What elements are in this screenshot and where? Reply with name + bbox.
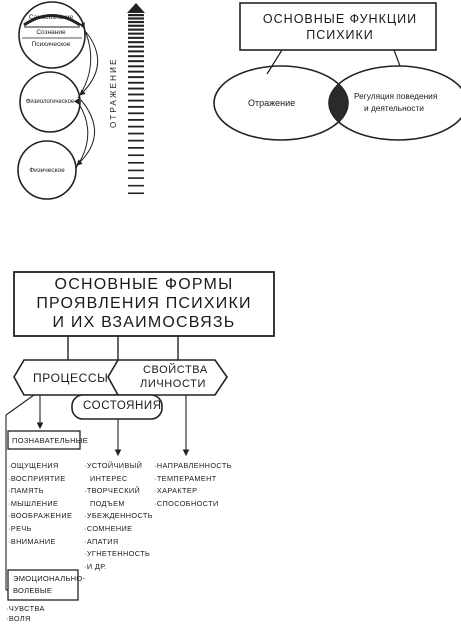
arrow-stripe	[128, 70, 144, 73]
states-label: СОСТОЯНИЯ	[83, 400, 162, 412]
list-item: ·ВНИМАНИЕ	[8, 536, 56, 546]
functions-title-line1: ОСНОВНЫЕ ФУНКЦИИ	[262, 12, 418, 26]
list-item: ·И ДР.	[84, 561, 107, 571]
list-item: ·ТЕМПЕРАМЕНТ	[154, 473, 217, 483]
emotional-label-line2: ВОЛЕВЫЕ	[13, 586, 53, 595]
reflection-arrows	[73, 22, 99, 169]
reflection-scale-arrow	[127, 3, 145, 195]
arrow-stripe	[128, 20, 144, 24]
arrow-stripe	[128, 184, 144, 187]
list-item: ·РЕЧЬ	[8, 523, 32, 533]
list-item: ·СОМНЕНИЕ	[84, 523, 133, 533]
circle-physiological	[19, 71, 81, 133]
arrow-stripe	[128, 65, 144, 68]
arrow-stripe	[128, 132, 144, 135]
function-ellipses	[213, 65, 461, 141]
properties-list: ·НАПРАВЛЕННОСТЬ ·ТЕМПЕРАМЕНТ ·ХАРАКТЕР ·…	[154, 462, 232, 512]
circle-physical	[17, 140, 77, 200]
self-awareness-label: Самосознание	[28, 14, 74, 21]
list-item: ·НАПРАВЛЕННОСТЬ	[154, 461, 232, 470]
arrow-stripe	[128, 50, 144, 53]
arrow-stripe	[128, 76, 144, 79]
arrow-stripe	[128, 36, 144, 39]
functions-title-box	[239, 2, 437, 51]
arrow-stripe	[128, 45, 144, 48]
levels-circles	[17, 1, 86, 200]
arrow-stripe	[128, 147, 144, 149]
reflection-ellipse-label: Отражение	[248, 98, 296, 108]
list-item: ·МЫШЛЕНИЕ	[8, 498, 59, 508]
list-item: ·СПОСОБНОСТИ	[154, 498, 219, 508]
self-awareness-cap	[23, 14, 81, 27]
arrow-stripe	[128, 81, 144, 84]
list-item: ·ОЩУЩЕНИЯ	[8, 461, 59, 470]
arrow-stripe	[128, 169, 144, 172]
arrow-stripe	[128, 28, 144, 31]
list-item: ·ТВОРЧЕСКИЙ	[84, 486, 141, 496]
arrow-stripe	[128, 87, 144, 90]
physical-label: Физическое	[29, 167, 65, 174]
regulation-label-line1: Регуляция поведения	[354, 91, 438, 101]
forms-title-line2: ПРОЯВЛЕНИЯ ПСИХИКИ	[36, 295, 252, 312]
list-item: ·ЧУВСТВА	[6, 604, 45, 613]
arrow-stripe	[128, 93, 144, 96]
arrow-stripe	[128, 119, 144, 121]
properties-label-line1: СВОЙСТВА	[143, 364, 208, 376]
arrow-stripe	[128, 139, 144, 142]
forms-title-line3: И ИХ ВЗАИМОСВЯЗЬ	[52, 314, 236, 331]
list-item: ·ХАРАКТЕР	[154, 486, 198, 496]
arrow-stripe	[128, 177, 144, 179]
arrow-stripe	[128, 99, 144, 102]
list-item: ·ВОЛЯ	[6, 614, 31, 623]
states-shape	[71, 394, 163, 420]
cognitive-label: ПОЗНАВАТЕЛЬНЫЕ	[12, 436, 89, 445]
emotional-label-line1: ЭМОЦИОНАЛЬНО-	[13, 574, 86, 583]
processes-shape	[13, 359, 119, 396]
arrow-stripe	[128, 192, 144, 195]
arrow-stripe	[128, 161, 144, 164]
list-item: ИНТЕРЕС	[90, 473, 128, 483]
circle-psychic	[18, 1, 86, 69]
arrow-stripe	[128, 125, 144, 128]
arrow-stripe	[128, 41, 144, 44]
arrow-stripe	[128, 14, 144, 17]
arrow-stripe	[128, 154, 144, 157]
list-item: ПОДЪЕМ	[90, 498, 125, 508]
list-item: ·УБЕЖДЕННОСТЬ	[84, 511, 153, 521]
regulation-label-line2: и деятельности	[364, 103, 424, 113]
list-item: ·ПАМЯТЬ	[8, 486, 44, 496]
states-list: ·УСТОЙЧИВЫЙ ИНТЕРЕС ·ТВОРЧЕСКИЙ ПОДЪЕМ ·…	[84, 462, 153, 575]
list-item: ·ВООБРАЖЕНИЕ	[8, 511, 73, 521]
arrow-stripe	[128, 55, 144, 58]
list-item: ·УГНЕТЕННОСТЬ	[84, 549, 151, 559]
reflection-vertical-label: ОТРАЖЕНИЕ	[109, 57, 118, 128]
physiological-label: Физиологическое	[25, 99, 75, 105]
consciousness-label: Сознание	[36, 29, 66, 36]
properties-shape	[107, 359, 228, 396]
arrow-stripe	[128, 105, 144, 108]
emotional-list: ·ЧУВСТВА ·ВОЛЯ	[6, 605, 45, 625]
forms-title-box	[13, 271, 275, 337]
psychic-label: Психическое	[31, 41, 71, 48]
emotional-box	[7, 569, 79, 601]
arrow-stripe	[128, 24, 144, 27]
arrow-stripe	[128, 17, 144, 20]
list-item: ·УСТОЙЧИВЫЙ	[84, 461, 143, 470]
properties-label-line2: ЛИЧНОСТИ	[140, 378, 206, 390]
processes-label: ПРОЦЕССЫ	[33, 371, 109, 385]
cognitive-list: ·ОЩУЩЕНИЯ ·ВОСПРИЯТИЕ ·ПАМЯТЬ ·МЫШЛЕНИЕ …	[8, 462, 72, 550]
functions-title-line2: ПСИХИКИ	[306, 28, 374, 42]
list-item: ·ВОСПРИЯТИЕ	[8, 473, 66, 483]
arrow-stripe	[128, 32, 144, 35]
list-item: ·АПАТИЯ	[84, 536, 119, 546]
arrow-stripe	[128, 112, 144, 115]
cognitive-box	[7, 430, 81, 450]
forms-title-line1: ОСНОВНЫЕ ФОРМЫ	[54, 276, 234, 293]
arrow-stripe	[128, 60, 144, 63]
